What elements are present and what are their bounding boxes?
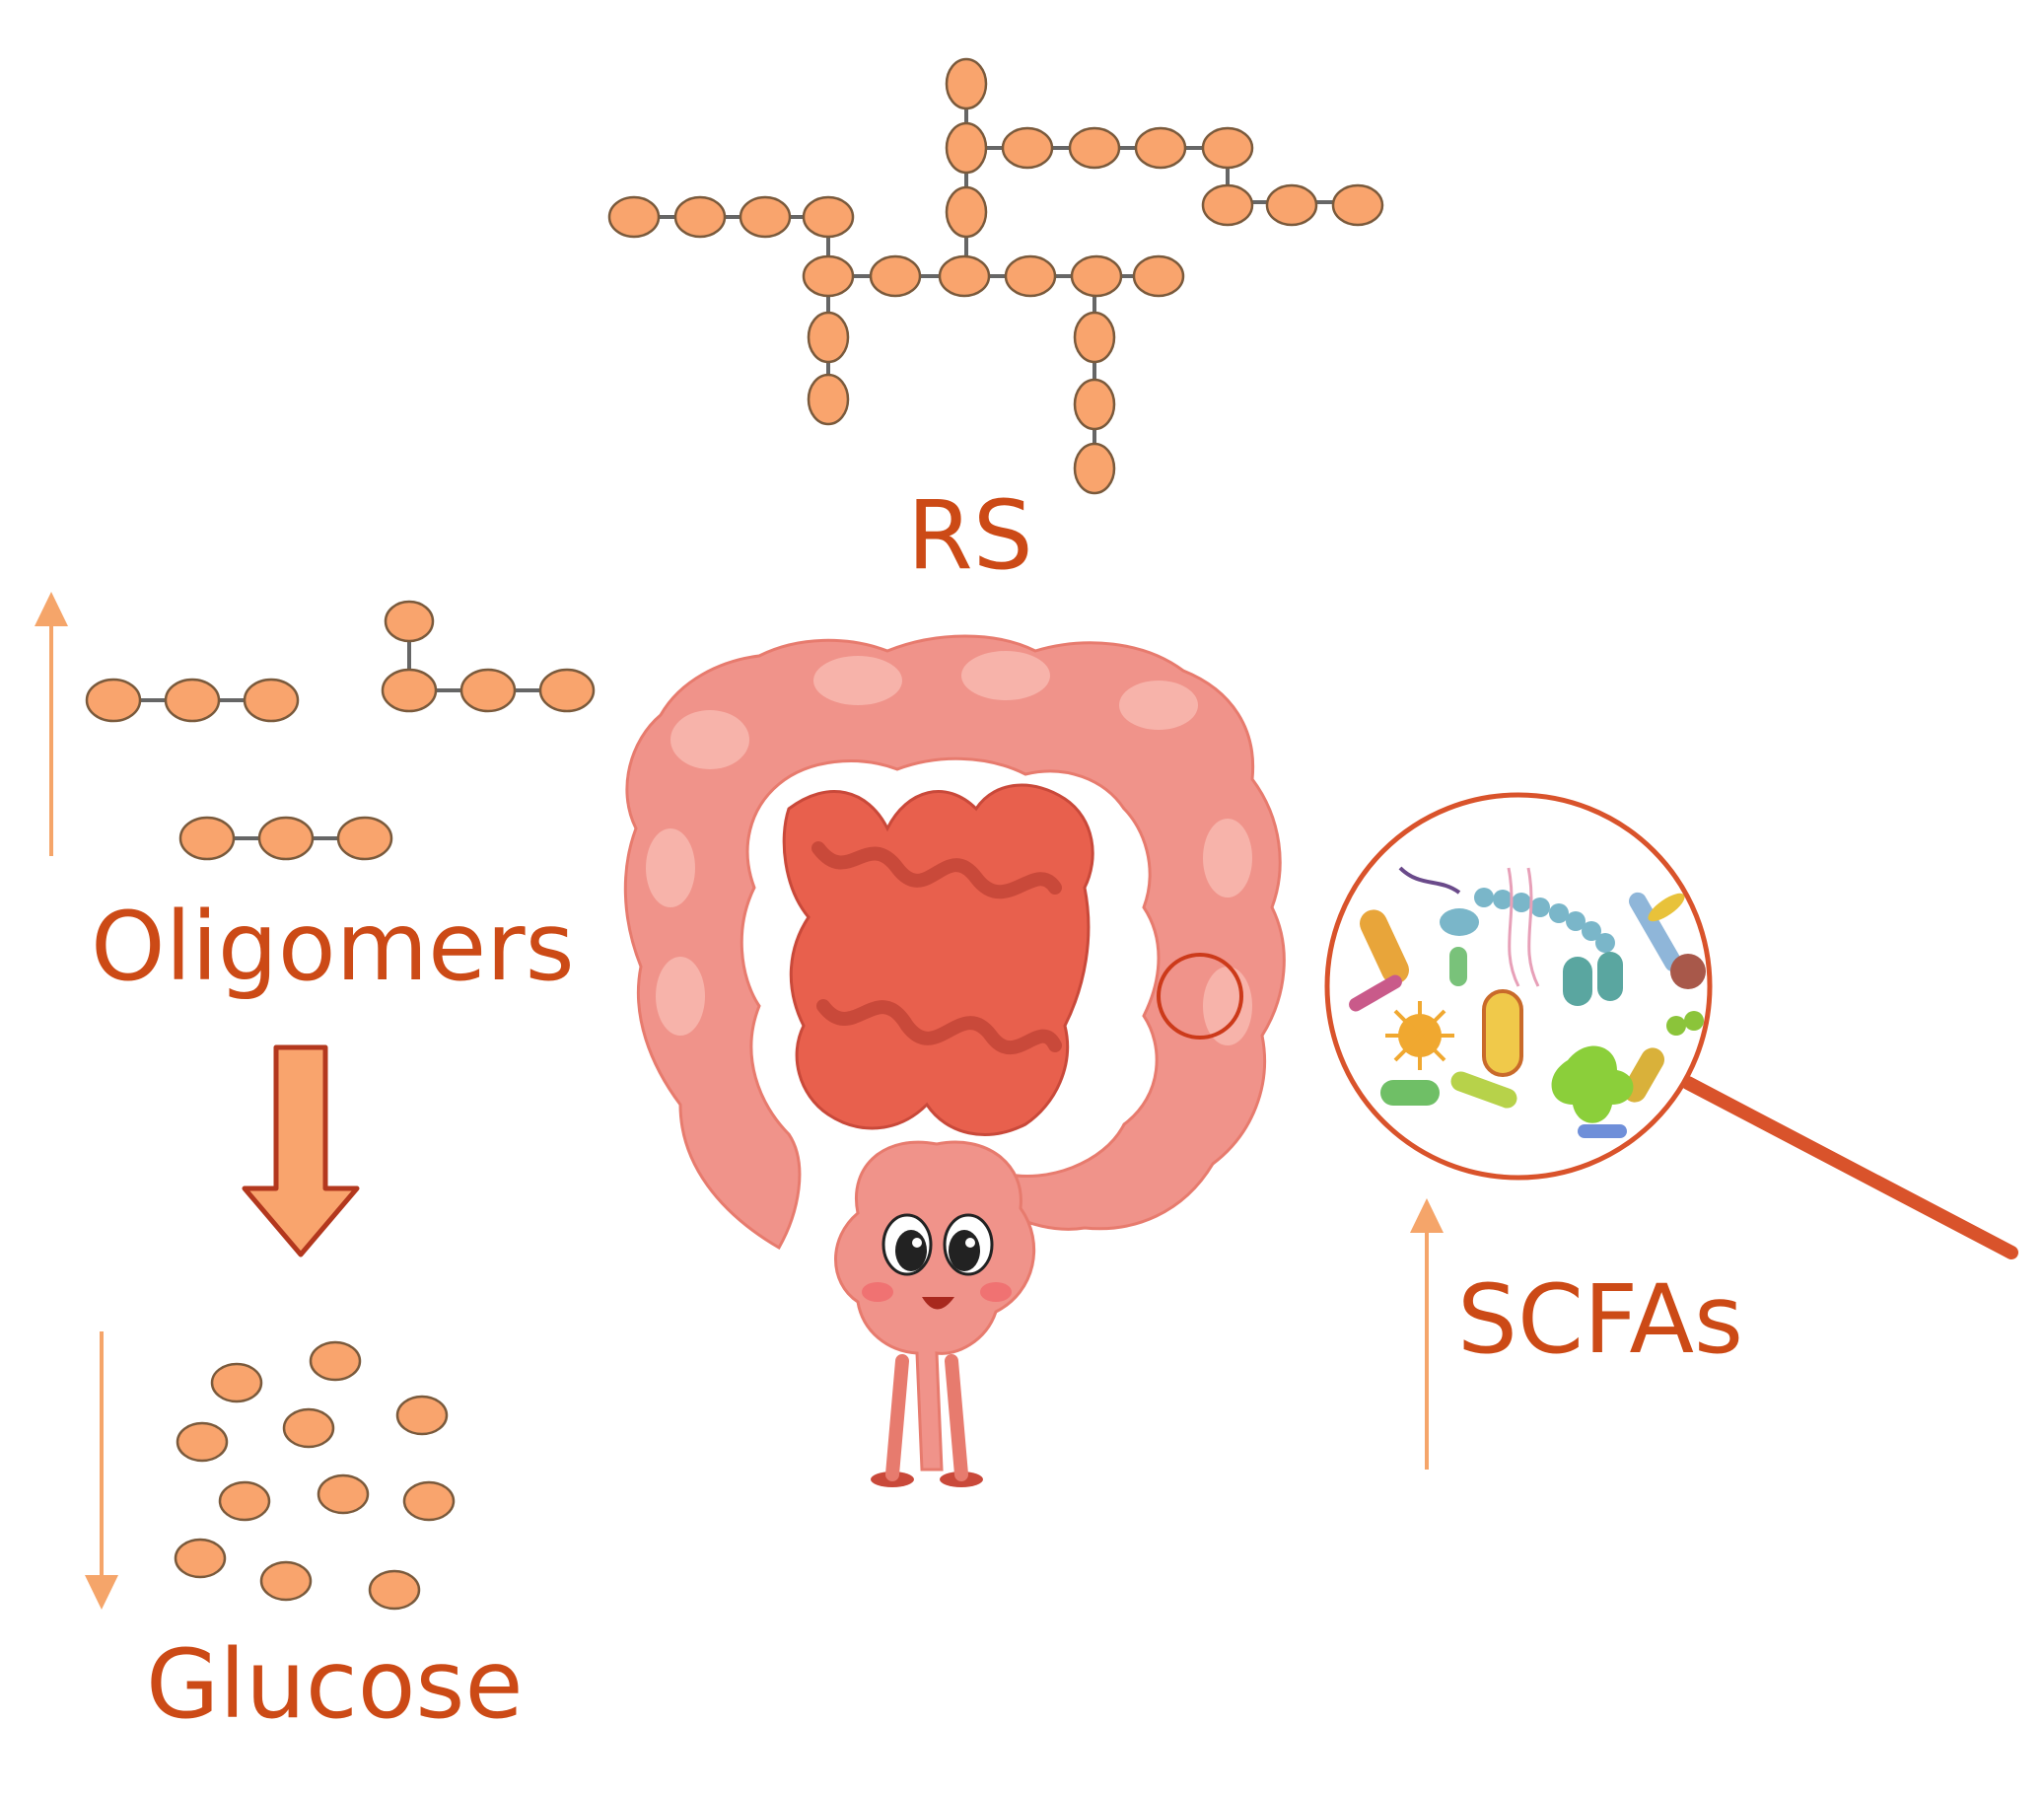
oligomers-up-arrow	[35, 592, 68, 856]
glucose-down-arrow	[85, 1331, 118, 1610]
rs-label: RS	[907, 480, 1033, 591]
magnifier-icon	[1324, 792, 2018, 1259]
glucose-molecules	[174, 1340, 456, 1611]
scfas-up-arrow	[1410, 1198, 1444, 1470]
gut-bacteria-icon	[1327, 795, 1710, 1178]
oligomers-label: Oligomers	[91, 892, 575, 1002]
glucose-label: Glucose	[146, 1629, 524, 1740]
oligomer-chains	[85, 600, 596, 861]
conversion-block-arrow	[242, 1044, 360, 1257]
cartoon-colon-icon	[623, 634, 1286, 1487]
scfas-label: SCFAs	[1457, 1264, 1744, 1375]
rs-starch-polymer	[607, 57, 1384, 495]
